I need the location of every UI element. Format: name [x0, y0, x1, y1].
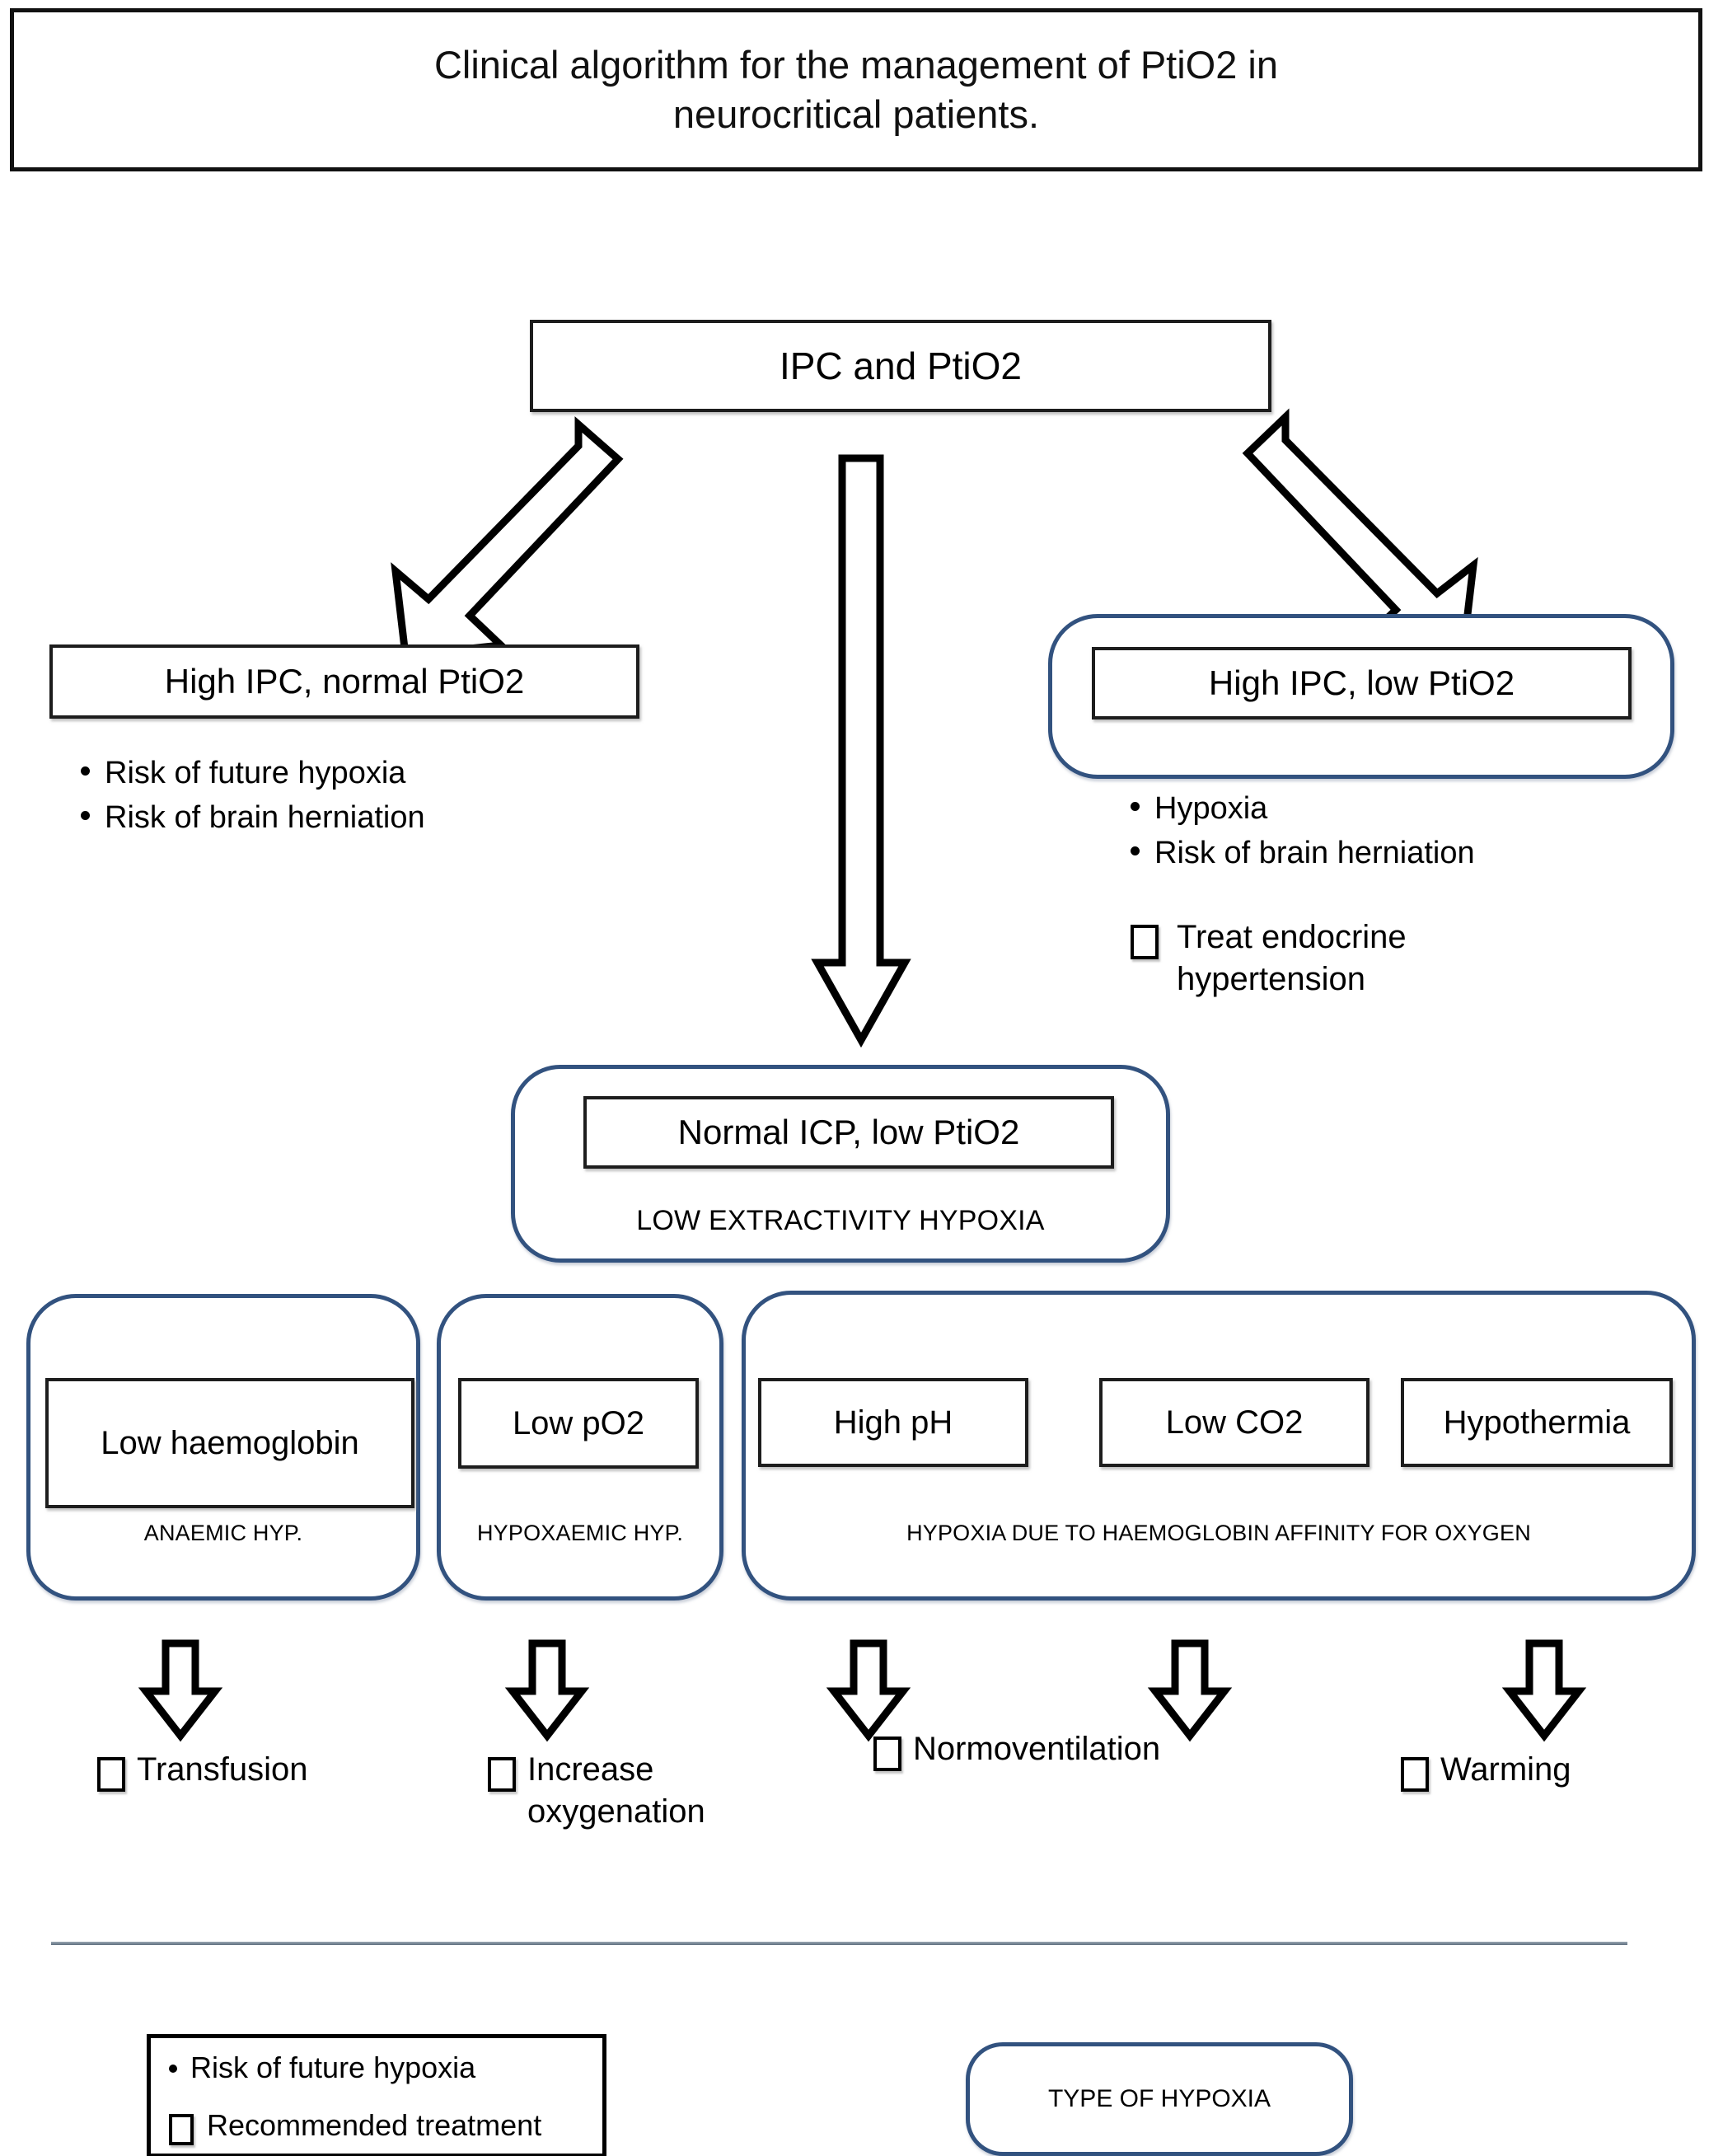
right-branch-treatment: Treat endocrine hypertension	[1131, 916, 1707, 1001]
arrow-to-normoventilation-right	[1147, 1639, 1233, 1742]
legend-item-risk: Risk of future hypoxia	[169, 2051, 594, 2084]
node-high-ph-label: High pH	[833, 1404, 953, 1441]
checkbox-icon[interactable]	[488, 1757, 516, 1792]
treatment-normoventilation-label: Normoventilation	[913, 1731, 1161, 1767]
treatment-warming-label: Warming	[1440, 1751, 1571, 1788]
node-low-haemoglobin-label: Low haemoglobin	[101, 1424, 359, 1461]
node-low-po2[interactable]: Low pO2	[458, 1378, 699, 1469]
legend-item-risk-label: Risk of future hypoxia	[190, 2051, 476, 2084]
arrow-to-normoventilation-left	[826, 1639, 911, 1742]
node-normal-icp-low-ptio2[interactable]: Normal ICP, low PtiO2	[583, 1096, 1114, 1169]
legend-item-treatment-label: Recommended treatment	[207, 2107, 542, 2142]
node-normal-icp-low-ptio2-label: Normal ICP, low PtiO2	[677, 1113, 1020, 1151]
bullet-dot-icon	[169, 2065, 177, 2073]
node-low-co2[interactable]: Low CO2	[1099, 1378, 1370, 1467]
node-high-ipc-normal-ptio2-label: High IPC, normal PtiO2	[164, 662, 525, 701]
treatment-normoventilation: Normoventilation	[873, 1728, 1302, 1771]
list-item-label: Risk of future hypoxia	[105, 756, 406, 790]
node-high-ipc-low-ptio2-label: High IPC, low PtiO2	[1208, 663, 1515, 702]
caption-hypoxaemic-hyp: HYPOXAEMIC HYP.	[476, 1521, 684, 1545]
node-high-ipc-low-ptio2[interactable]: High IPC, low PtiO2	[1092, 647, 1632, 719]
node-high-ph[interactable]: High pH	[758, 1378, 1028, 1467]
checkbox-icon[interactable]	[1131, 925, 1159, 959]
node-root-label: IPC and PtiO2	[779, 344, 1023, 387]
checkbox-icon[interactable]	[97, 1757, 125, 1792]
list-item: Risk of brain herniation	[1131, 832, 1707, 876]
legend-item-treatment: Recommended treatment	[169, 2107, 594, 2145]
list-item: Risk of brain herniation	[81, 796, 658, 841]
arrow-root-to-left	[391, 416, 624, 659]
node-root-ipc-ptio2[interactable]: IPC and PtiO2	[530, 320, 1271, 412]
arrow-root-to-right	[1242, 408, 1478, 654]
checkbox-icon[interactable]	[1401, 1757, 1429, 1792]
treatment-transfusion-label: Transfusion	[137, 1751, 308, 1788]
treatment-transfusion: Transfusion	[97, 1749, 443, 1792]
bullet-dot-icon	[1131, 802, 1140, 811]
bullet-dot-icon	[1131, 846, 1140, 855]
left-branch-bullets: Risk of future hypoxia Risk of brain her…	[81, 752, 658, 841]
list-item: Hypoxia	[1131, 787, 1707, 832]
caption-anaemic-hyp: ANAEMIC HYP.	[143, 1521, 303, 1545]
page-title: Clinical algorithm for the management of…	[433, 42, 1279, 136]
center-branch-caption: LOW EXTRACTIVITY HYPOXIA	[636, 1205, 1045, 1236]
node-low-haemoglobin[interactable]: Low haemoglobin	[45, 1378, 414, 1508]
list-item-label: Risk of brain herniation	[105, 799, 425, 835]
legend-group-label: TYPE OF HYPOXIA	[1047, 2085, 1271, 2112]
node-high-ipc-normal-ptio2[interactable]: High IPC, normal PtiO2	[49, 644, 639, 719]
legend-group-type-of-hypoxia: TYPE OF HYPOXIA	[966, 2042, 1353, 2156]
node-hypothermia[interactable]: Hypothermia	[1401, 1378, 1673, 1467]
checkbox-icon	[169, 2113, 194, 2145]
treatment-warming: Warming	[1401, 1749, 1697, 1792]
caption-haemoglobin-affinity: HYPOXIA DUE TO HAEMOGLOBIN AFFINITY FOR …	[906, 1521, 1531, 1545]
right-branch-bullets: Hypoxia Risk of brain herniation	[1131, 787, 1707, 876]
arrow-to-increase-oxygenation	[504, 1639, 590, 1742]
checkbox-icon[interactable]	[873, 1737, 901, 1771]
bullet-dot-icon	[81, 810, 90, 820]
section-divider	[51, 1942, 1627, 1945]
node-low-po2-label: Low pO2	[512, 1404, 645, 1441]
arrow-root-to-center	[811, 454, 911, 1048]
list-item-label: Hypoxia	[1154, 791, 1268, 826]
list-item-label: Risk of brain herniation	[1154, 835, 1475, 870]
node-hypothermia-label: Hypothermia	[1443, 1404, 1631, 1441]
treatment-increase-oxygenation-label: Increase oxygenation	[527, 1751, 705, 1830]
arrow-to-warming	[1501, 1639, 1587, 1742]
list-item: Risk of future hypoxia	[81, 752, 658, 796]
legend-box: Risk of future hypoxia Recommended treat…	[147, 2034, 606, 2156]
treatment-increase-oxygenation: Increase oxygenation	[488, 1749, 784, 1833]
node-low-co2-label: Low CO2	[1165, 1404, 1304, 1441]
right-branch-treatment-label: Treat endocrine hypertension	[1177, 919, 1407, 998]
arrow-to-transfusion	[138, 1639, 223, 1742]
figure-title-box: Clinical algorithm for the management of…	[10, 8, 1702, 171]
bullet-dot-icon	[81, 766, 90, 776]
